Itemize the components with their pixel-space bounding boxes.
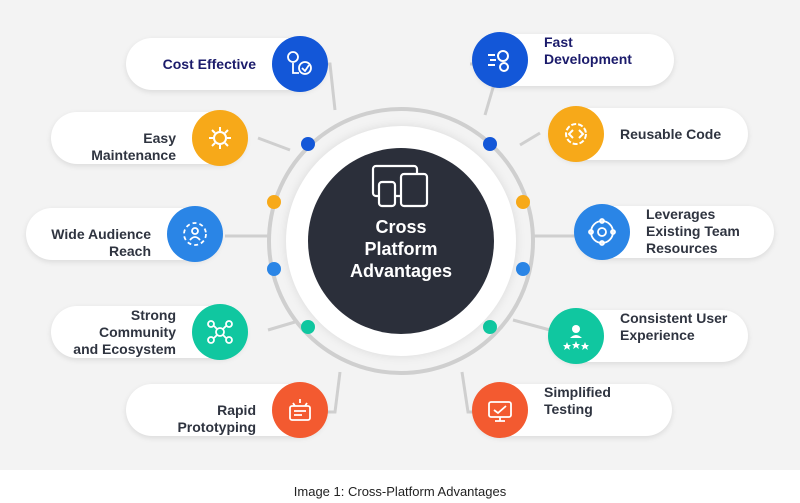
- item-label: Leverages Existing Team Resources: [646, 206, 740, 258]
- devices-icon: [371, 164, 429, 208]
- item-label-line: Experience: [620, 327, 695, 343]
- item-strong-community: Strong Community and Ecosystem: [51, 304, 248, 360]
- item-label-line: Testing: [544, 401, 593, 417]
- hub-title-line: Advantages: [349, 261, 453, 281]
- item-cost-effective: Cost Effective: [126, 36, 328, 92]
- item-easy-maintenance: Easy Maintenance: [51, 110, 248, 166]
- connector-dot: [483, 137, 497, 151]
- item-label-line: Consistent User: [620, 310, 728, 326]
- wrench-gear-icon: [192, 110, 248, 166]
- connector-dot: [267, 195, 281, 209]
- testing-icon: [472, 382, 528, 438]
- hub-title-line: Platform: [364, 239, 438, 259]
- item-rapid-prototyping: Rapid Prototyping: [126, 382, 328, 438]
- community-icon: [192, 304, 248, 360]
- connector-dot: [301, 137, 315, 151]
- connector-dot: [516, 195, 530, 209]
- item-label: Strong Community and Ecosystem: [73, 306, 176, 358]
- item-label-line: Maintenance: [91, 147, 176, 163]
- fast-gears-icon: [472, 32, 528, 88]
- item-label-line: and Ecosystem: [73, 341, 176, 357]
- item-label: Easy Maintenance: [91, 112, 176, 164]
- item-fast-development: Fast Development: [472, 32, 674, 88]
- connector-dot: [267, 262, 281, 276]
- hub-title: Cross Platform Advantages: [308, 216, 494, 282]
- prototype-icon: [272, 382, 328, 438]
- item-label-line: Rapid: [217, 402, 256, 418]
- item-label-line: Leverages: [646, 206, 716, 222]
- item-label: Fast Development: [544, 34, 632, 86]
- item-label: Simplified Testing: [544, 384, 611, 436]
- connector-dot: [516, 262, 530, 276]
- item-label-line: Community: [99, 324, 176, 340]
- item-label-line: Reusable Code: [620, 125, 722, 142]
- diagram-stage: Cross Platform Advantages Cost Effective…: [0, 0, 800, 470]
- team-gear-icon: [574, 204, 630, 260]
- item-simplified-testing: Simplified Testing: [472, 382, 672, 438]
- item-label-line: Easy: [143, 130, 176, 146]
- item-label-line: Fast: [544, 34, 573, 50]
- item-label: Reusable Code: [620, 108, 721, 160]
- code-gear-icon: [548, 106, 604, 162]
- audience-icon: [167, 206, 223, 262]
- hub-title-line: Cross: [375, 217, 427, 237]
- figure-caption: Image 1: Cross-Platform Advantages: [293, 484, 507, 499]
- item-label: Cost Effective: [163, 38, 256, 90]
- connector-dot: [483, 320, 497, 334]
- item-label-line: Development: [544, 51, 632, 67]
- item-wide-audience-reach: Wide Audience Reach: [26, 206, 223, 262]
- item-consistent-ux: Consistent User Experience: [548, 308, 748, 364]
- item-label-line: Simplified: [544, 384, 611, 400]
- item-label-line: Prototyping: [177, 419, 256, 435]
- item-label-line: Reach: [108, 243, 151, 259]
- connector-dot: [301, 320, 315, 334]
- item-label-line: Wide Audience: [51, 226, 151, 242]
- item-label-line: Strong: [130, 307, 176, 323]
- cost-icon: [272, 36, 328, 92]
- user-stars-icon: [548, 308, 604, 364]
- item-leverages-team: Leverages Existing Team Resources: [574, 204, 774, 260]
- item-label-line: Cost Effective: [162, 55, 256, 72]
- item-label-line: Existing Team: [646, 223, 740, 239]
- item-label: Rapid Prototyping: [177, 384, 256, 436]
- item-label: Consistent User Experience: [620, 310, 727, 362]
- item-reusable-code: Reusable Code: [548, 106, 748, 162]
- item-label-line: Resources: [646, 240, 718, 256]
- item-label: Wide Audience Reach: [51, 208, 151, 260]
